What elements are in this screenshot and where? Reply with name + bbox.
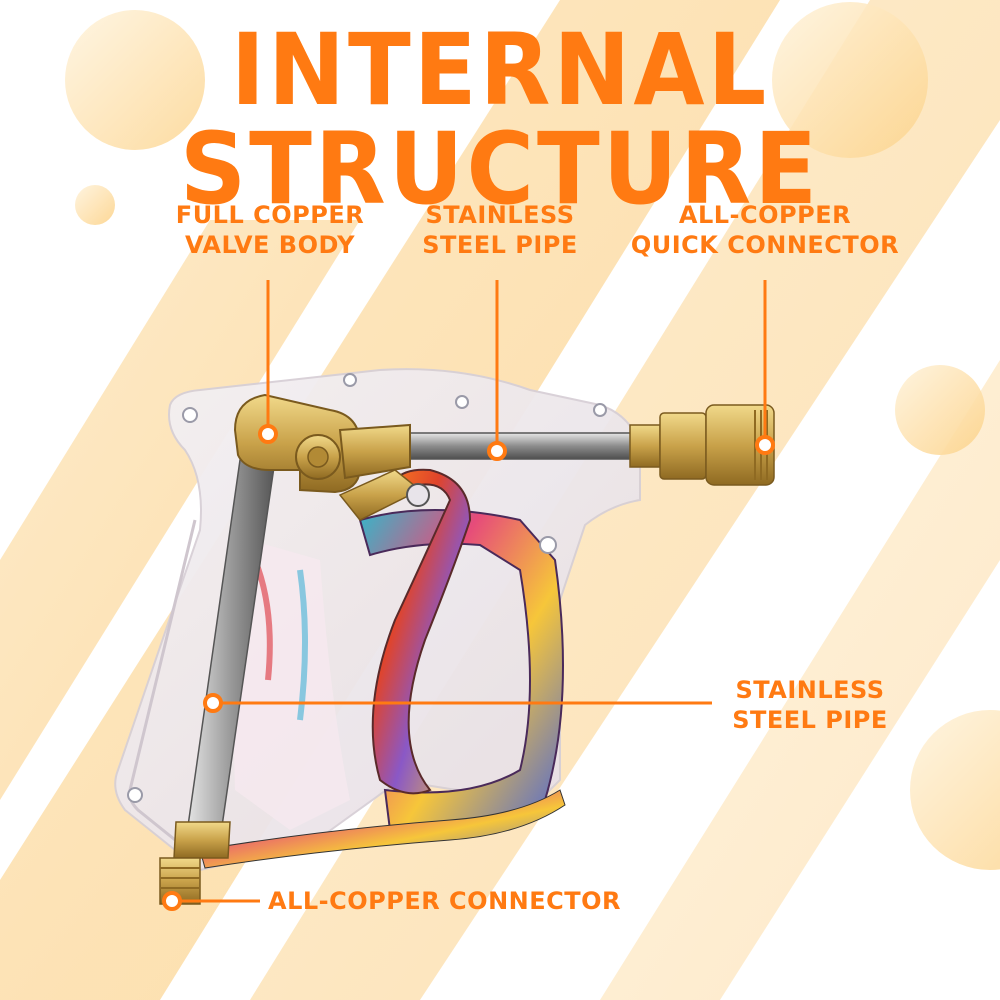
label-steel-pipe-lower-line1: STAINLESS [735, 676, 885, 704]
label-quick-connector-line2: QUICK CONNECTOR [630, 231, 900, 259]
label-valve-body: FULL COPPER VALVE BODY [160, 200, 380, 260]
label-steel-pipe-top: STAINLESS STEEL PIPE [405, 200, 595, 260]
bottom-hex-nut [173, 821, 231, 859]
bg-circle-right [895, 365, 985, 455]
trigger [371, 468, 472, 795]
label-connector-text: ALL-COPPER CONNECTOR [268, 887, 621, 915]
bg-circle-bottom-right [910, 710, 1000, 870]
label-steel-pipe-lower-line2: STEEL PIPE [732, 706, 888, 734]
bg-circle-top-right [772, 2, 928, 158]
label-valve-body-line1: FULL COPPER [175, 201, 365, 229]
grip-pattern [234, 540, 350, 830]
callout-dot-valve [258, 424, 278, 444]
body-screw-holes [127, 373, 607, 803]
label-quick-connector-line1: ALL-COPPER [678, 201, 852, 229]
label-connector: ALL-COPPER CONNECTOR [268, 886, 628, 916]
bg-stripe-far-right [600, 360, 1000, 1000]
label-steel-pipe-lower: STAINLESS STEEL PIPE [715, 675, 905, 735]
callout-dot-pipe-lower [203, 693, 223, 713]
callout-dot-connector [162, 891, 182, 911]
bottom-strip [199, 789, 566, 869]
quick-connector-nut [629, 424, 661, 468]
label-valve-body-line2: VALVE BODY [184, 231, 356, 259]
bg-circle-small [75, 185, 115, 225]
bg-stripe-left [0, 220, 360, 800]
valve-to-pipe [338, 423, 411, 480]
callout-dot-pipe-top [487, 441, 507, 461]
bg-circle-top-left [65, 10, 205, 150]
label-quick-connector: ALL-COPPER QUICK CONNECTOR [630, 200, 900, 260]
callout-dot-quick [755, 435, 775, 455]
label-steel-pipe-top-line1: STAINLESS [425, 201, 575, 229]
label-steel-pipe-top-line2: STEEL PIPE [422, 231, 578, 259]
page-title: INTERNAL STRUCTURE [179, 11, 821, 227]
